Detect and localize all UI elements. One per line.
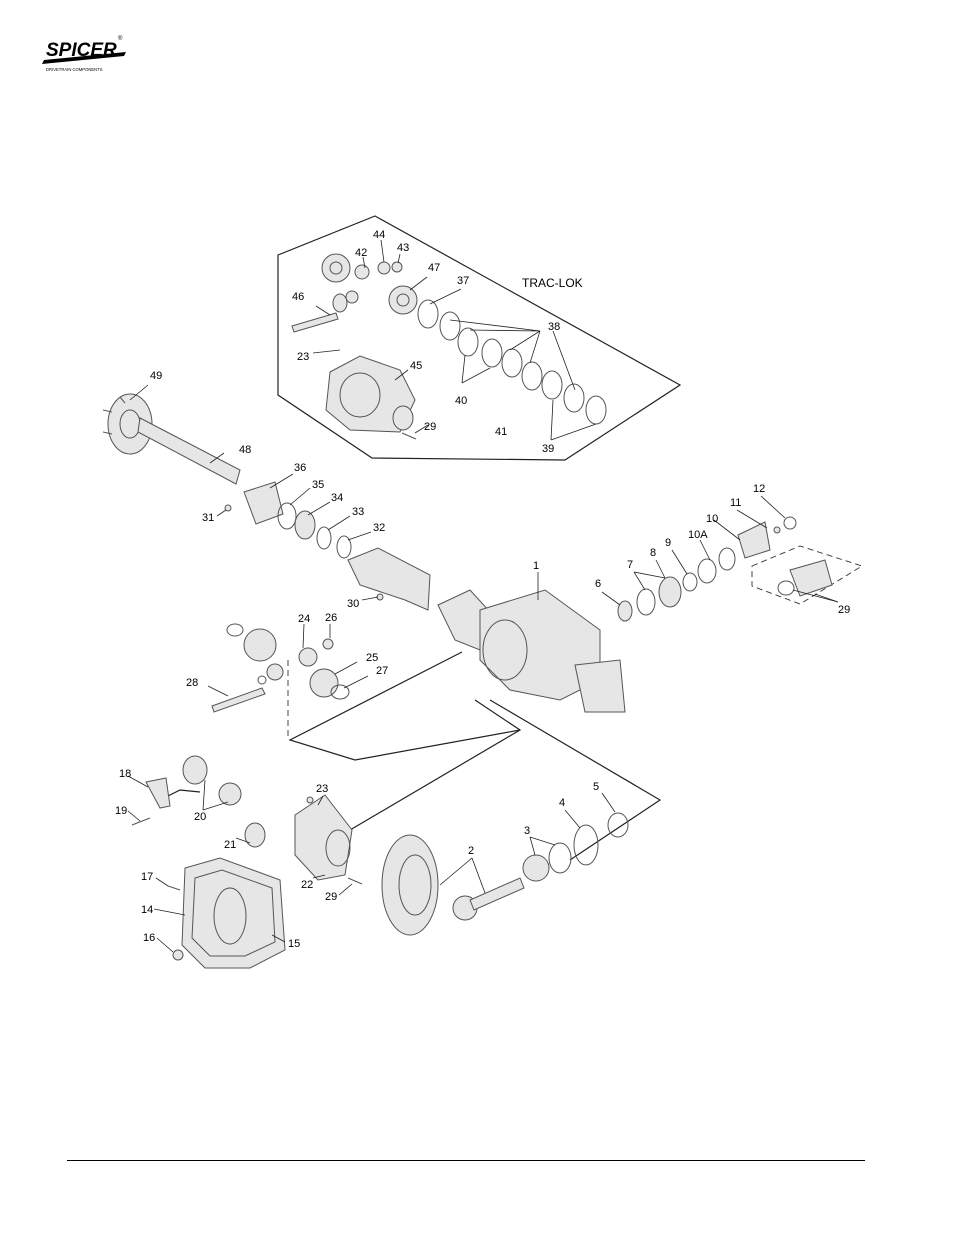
callout-6: 6 bbox=[595, 578, 601, 590]
guide-lines bbox=[159, 651, 662, 861]
callout-24: 24 bbox=[298, 613, 310, 625]
callout-23a: 23 bbox=[297, 351, 309, 363]
callout-36: 36 bbox=[294, 462, 306, 474]
axle-shaft bbox=[102, 384, 372, 559]
callout-40: 40 bbox=[455, 395, 467, 407]
callout-18: 18 bbox=[119, 768, 131, 780]
callout-45: 45 bbox=[410, 360, 422, 372]
callout-32: 32 bbox=[373, 522, 385, 534]
callout-10a: 10A bbox=[688, 529, 708, 541]
callout-4: 4 bbox=[559, 797, 565, 809]
callout-49: 49 bbox=[150, 370, 162, 382]
callout-19: 19 bbox=[115, 805, 127, 817]
callout-14: 14 bbox=[141, 904, 153, 916]
callout-9: 9 bbox=[665, 537, 671, 549]
callout-41: 41 bbox=[495, 426, 507, 438]
callout-34: 34 bbox=[331, 492, 343, 504]
callout-2: 2 bbox=[468, 845, 474, 857]
spicer-logo: SPICER ® DRIVETRAIN COMPONENTS bbox=[42, 35, 126, 72]
callout-12: 12 bbox=[753, 483, 765, 495]
callout-28: 28 bbox=[186, 677, 198, 689]
callout-15: 15 bbox=[288, 938, 300, 950]
trac-lok-title: TRAC-LOK bbox=[522, 276, 583, 290]
callout-17: 17 bbox=[141, 871, 153, 883]
callout-11: 11 bbox=[730, 497, 741, 509]
callout-33: 33 bbox=[352, 506, 364, 518]
callout-37: 37 bbox=[457, 275, 469, 287]
callout-29a: 29 bbox=[424, 421, 436, 433]
svg-text:®: ® bbox=[118, 35, 123, 42]
callout-38: 38 bbox=[548, 321, 560, 333]
callout-43: 43 bbox=[397, 242, 409, 254]
differential-gears bbox=[207, 623, 369, 740]
callout-labels: 1 2 3 4 5 6 7 8 9 10 10A 11 12 14 15 16 … bbox=[115, 229, 850, 950]
callout-42: 42 bbox=[355, 247, 367, 259]
callout-35: 35 bbox=[312, 479, 324, 491]
callout-23b: 23 bbox=[316, 783, 328, 795]
callout-47: 47 bbox=[428, 262, 440, 274]
callout-1: 1 bbox=[533, 560, 539, 572]
callout-39: 39 bbox=[542, 443, 554, 455]
callout-5: 5 bbox=[593, 781, 599, 793]
callout-29c: 29 bbox=[838, 604, 850, 616]
callout-31: 31 bbox=[202, 512, 214, 524]
callout-44: 44 bbox=[373, 229, 385, 241]
footer-rule bbox=[67, 1160, 865, 1161]
callout-46: 46 bbox=[292, 291, 304, 303]
svg-text:SPICER: SPICER bbox=[46, 40, 117, 61]
callout-3: 3 bbox=[524, 825, 530, 837]
carrier-ring-pinion bbox=[127, 755, 629, 969]
callout-21: 21 bbox=[224, 839, 236, 851]
callout-25: 25 bbox=[366, 652, 378, 664]
callout-29b: 29 bbox=[325, 891, 337, 903]
callout-27: 27 bbox=[376, 665, 388, 677]
callout-7: 7 bbox=[627, 559, 633, 571]
callout-8: 8 bbox=[650, 547, 656, 559]
callout-16: 16 bbox=[143, 932, 155, 944]
callout-20: 20 bbox=[194, 811, 206, 823]
axle-housing bbox=[347, 495, 864, 713]
callout-10: 10 bbox=[706, 513, 718, 525]
trac-lok-inset: TRAC-LOK bbox=[277, 215, 682, 461]
callout-22: 22 bbox=[301, 879, 313, 891]
callout-30: 30 bbox=[347, 598, 359, 610]
callout-48: 48 bbox=[239, 444, 251, 456]
callout-26: 26 bbox=[325, 612, 337, 624]
svg-text:DRIVETRAIN COMPONENTS: DRIVETRAIN COMPONENTS bbox=[46, 67, 103, 72]
